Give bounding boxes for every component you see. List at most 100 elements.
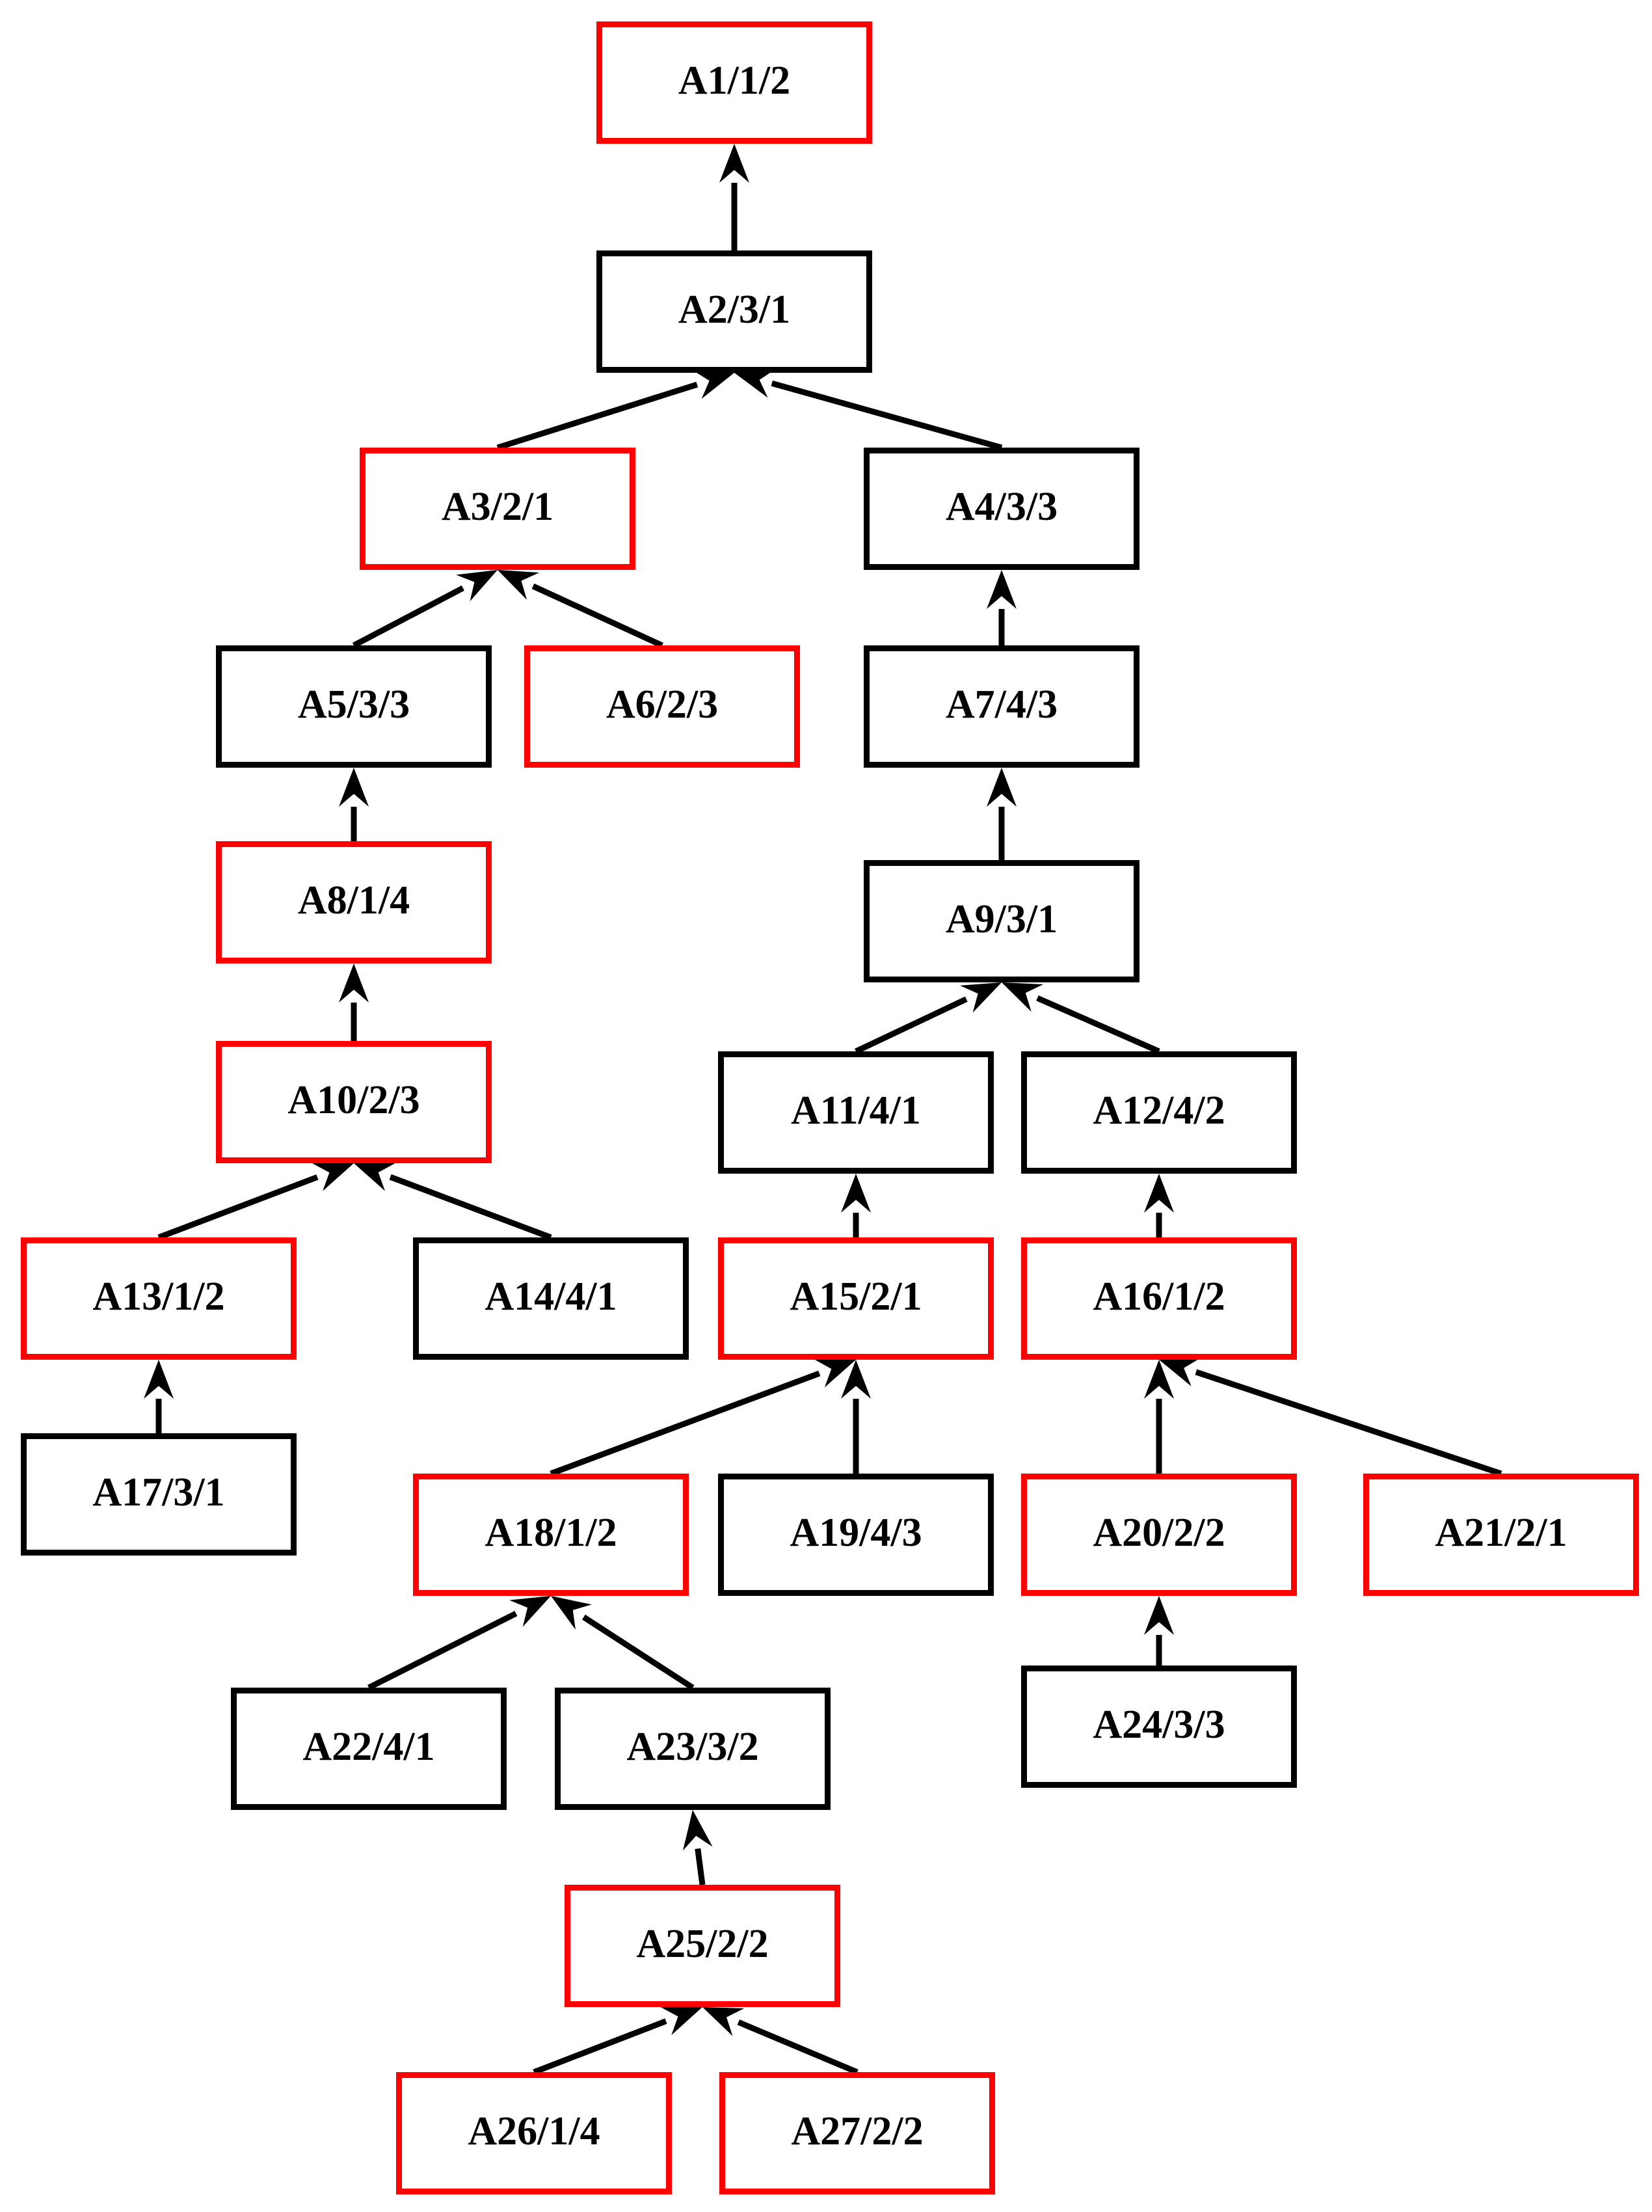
node-box[interactable]: [864, 860, 1139, 982]
node-box[interactable]: [1363, 1474, 1639, 1596]
node-label: A16/1/2: [1093, 1275, 1225, 1319]
node-a8[interactable]: A8/1/4: [216, 841, 492, 964]
arrowhead: [498, 570, 540, 600]
node-box[interactable]: [718, 1474, 994, 1596]
node-box[interactable]: [413, 1237, 689, 1360]
arrowhead: [734, 369, 776, 398]
node-label: A12/4/2: [1093, 1088, 1225, 1133]
node-a26[interactable]: A26/1/4: [396, 2072, 672, 2194]
node-box[interactable]: [719, 2072, 995, 2194]
node-box[interactable]: [864, 448, 1139, 570]
edge-a11-to-a9: [855, 982, 1002, 1055]
node-box[interactable]: [596, 21, 872, 144]
node-box[interactable]: [1021, 1474, 1297, 1596]
node-a6[interactable]: A6/2/3: [524, 645, 800, 768]
node-box[interactable]: [216, 1041, 492, 1163]
arrowhead: [682, 1810, 713, 1851]
node-box[interactable]: [718, 1051, 994, 1174]
node-a23[interactable]: A23/3/2: [555, 1688, 831, 1810]
edge-a20-to-a16: [1144, 1360, 1174, 1474]
node-label: A2/3/1: [678, 288, 790, 332]
node-a15[interactable]: A15/2/1: [718, 1237, 994, 1360]
node-a11[interactable]: A11/4/1: [718, 1051, 994, 1174]
node-label: A20/2/2: [1093, 1511, 1225, 1555]
node-a20[interactable]: A20/2/2: [1021, 1474, 1297, 1596]
node-label: A6/2/3: [606, 682, 718, 727]
node-a4[interactable]: A4/3/3: [864, 448, 1139, 570]
node-box[interactable]: [216, 841, 492, 964]
node-label: A4/3/3: [946, 485, 1058, 529]
node-a10[interactable]: A10/2/3: [216, 1041, 492, 1163]
node-a17[interactable]: A17/3/1: [21, 1433, 297, 1556]
arrowhead: [1159, 1358, 1201, 1386]
node-box[interactable]: [1021, 1666, 1297, 1788]
arrowhead: [354, 1163, 396, 1191]
edge-a14-to-a10: [354, 1163, 552, 1241]
node-a18[interactable]: A18/1/2: [413, 1474, 689, 1596]
edge-a5-to-a3: [352, 570, 498, 648]
node-box[interactable]: [565, 1885, 840, 2007]
node-box[interactable]: [864, 645, 1139, 768]
edge-a24-to-a20: [1144, 1596, 1174, 1666]
node-a5[interactable]: A5/3/3: [216, 645, 492, 768]
node-label: A13/1/2: [92, 1275, 224, 1319]
arrowhead: [1144, 1174, 1174, 1213]
arrowhead: [841, 1174, 871, 1213]
node-box[interactable]: [718, 1237, 994, 1360]
node-box[interactable]: [216, 645, 492, 768]
node-label: A21/2/1: [1435, 1511, 1567, 1555]
node-label: A24/3/3: [1093, 1703, 1225, 1747]
node-a25[interactable]: A25/2/2: [565, 1885, 840, 2007]
node-label: A17/3/1: [92, 1470, 224, 1515]
node-box[interactable]: [231, 1688, 507, 1810]
node-box[interactable]: [555, 1688, 831, 1810]
node-box[interactable]: [21, 1433, 297, 1556]
node-a1[interactable]: A1/1/2: [596, 21, 872, 144]
node-a3[interactable]: A3/2/1: [360, 448, 635, 570]
node-a16[interactable]: A16/1/2: [1021, 1237, 1297, 1360]
arrowhead: [456, 570, 498, 602]
node-a7[interactable]: A7/4/3: [864, 645, 1139, 768]
node-a24[interactable]: A24/3/3: [1021, 1666, 1297, 1788]
node-a22[interactable]: A22/4/1: [231, 1688, 507, 1810]
node-a14[interactable]: A14/4/1: [413, 1237, 689, 1360]
edge-a21-to-a16: [1159, 1358, 1502, 1477]
arrowhead: [1002, 982, 1044, 1012]
node-box[interactable]: [1021, 1051, 1297, 1174]
node-label: A18/1/2: [485, 1511, 617, 1555]
node-a21[interactable]: A21/2/1: [1363, 1474, 1639, 1596]
node-label: A27/2/2: [791, 2109, 923, 2153]
node-box[interactable]: [21, 1237, 297, 1360]
edges-layer: [144, 144, 1502, 2075]
node-label: A25/2/2: [636, 1922, 768, 1966]
node-a2[interactable]: A2/3/1: [596, 250, 872, 373]
node-box[interactable]: [524, 645, 800, 768]
node-box[interactable]: [596, 250, 872, 373]
node-a27[interactable]: A27/2/2: [719, 2072, 995, 2194]
arrowhead: [841, 1360, 871, 1399]
node-a13[interactable]: A13/1/2: [21, 1237, 297, 1360]
node-label: A19/4/3: [790, 1511, 922, 1555]
edge-a7-to-a4: [987, 570, 1017, 645]
node-label: A26/1/4: [468, 2109, 600, 2153]
arrowhead: [987, 768, 1017, 807]
arrowhead: [987, 570, 1017, 609]
edge-a26-to-a25: [533, 2007, 702, 2075]
node-box[interactable]: [413, 1474, 689, 1596]
node-a19[interactable]: A19/4/3: [718, 1474, 994, 1596]
node-a12[interactable]: A12/4/2: [1021, 1051, 1297, 1174]
node-box[interactable]: [396, 2072, 672, 2194]
node-a9[interactable]: A9/3/1: [864, 860, 1139, 982]
edge-a25-to-a23: [682, 1810, 713, 1885]
node-box[interactable]: [1021, 1237, 1297, 1360]
arrowhead: [551, 1596, 592, 1630]
node-box[interactable]: [360, 448, 635, 570]
node-label: A15/2/1: [790, 1275, 922, 1319]
node-label: A7/4/3: [946, 682, 1058, 727]
edge-a23-to-a18: [551, 1596, 695, 1690]
edge-a13-to-a10: [157, 1163, 354, 1241]
node-label: A23/3/2: [626, 1725, 758, 1769]
arrowhead: [339, 964, 369, 1003]
